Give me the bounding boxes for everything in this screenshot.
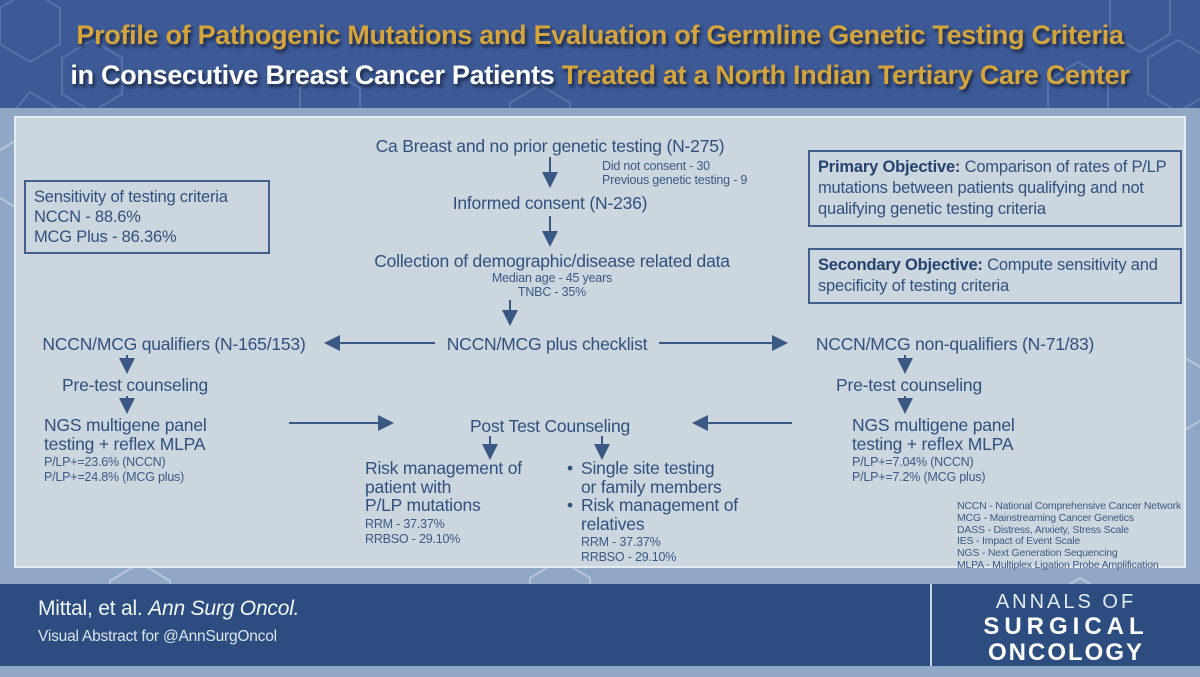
bullet-risk-relatives-line1: Risk management of <box>581 495 738 515</box>
risk-patient-line2: patient with <box>365 476 452 497</box>
note-rrbso-left: RRBSO - 29.10% <box>365 532 461 546</box>
bullet-risk-relatives-line2: relatives <box>581 513 645 534</box>
title-text-white: in Consecutive Breast Cancer Patients <box>70 60 555 90</box>
sensitivity-title: Sensitivity of testing criteria <box>34 188 228 206</box>
node-qualifiers: NCCN/MCG qualifiers (N-165/153) <box>42 334 306 354</box>
ngs-left-line2: testing + reflex MLPA <box>44 433 206 454</box>
secondary-objective-box: Secondary Objective: Compute sensitivity… <box>808 248 1182 304</box>
bullet-single-site-line1: Single site testing <box>581 458 715 478</box>
hexagon-pattern <box>0 0 1200 108</box>
ngs-right-line1: NGS multigene panel <box>852 415 1015 435</box>
node-posttest: Post Test Counseling <box>469 416 631 436</box>
sensitivity-box: Sensitivity of testing criteria NCCN - 8… <box>24 180 270 254</box>
abbr-dass: DASS - Distress, Anxiety, Stress Scale <box>957 523 1129 536</box>
bullet-icon: • <box>567 495 573 515</box>
bullet-risk-relatives: • Risk management of <box>567 496 738 515</box>
primary-objective-text: Comparison of rates of P/LP mutations be… <box>818 158 1167 218</box>
note-rrm-right: RRM - 37.37% <box>581 535 661 549</box>
ngs-right-line2: testing + reflex MLPA <box>852 433 1014 454</box>
note-tnbc: TNBC - 35% <box>517 285 587 299</box>
footer-bar: Mittal, et al. Ann Surg Oncol. Visual Ab… <box>0 584 1200 666</box>
primary-objective-label: Primary Objective: <box>818 158 961 176</box>
note-median-age: Median age - 45 years <box>491 271 613 285</box>
abbr-ngs: NGS - Next Generation Sequencing <box>957 547 1118 560</box>
note-did-not-consent: Did not consent - 30 <box>602 159 710 173</box>
sensitivity-mcg: MCG Plus - 86.36% <box>34 228 177 246</box>
node-ngs-right: NGS multigene panel testing + reflex MLP… <box>852 416 1015 453</box>
bullet-single-site: • Single site testing <box>567 459 738 478</box>
node-pretest-right: Pre-test counseling <box>835 375 983 395</box>
node-relatives-options: • Single site testing or family members … <box>567 459 738 533</box>
bullet-single-site-line2: or family members <box>581 476 722 497</box>
node-risk-patient: Risk management of patient with P/LP mut… <box>365 459 522 515</box>
risk-patient-line1: Risk management of <box>365 458 522 478</box>
abbr-mcg: MCG - Mainstreaming Cancer Genetics <box>957 511 1134 524</box>
logo-line2: SURGICAL <box>983 613 1149 640</box>
abbr-ies: IES - Impact of Event Scale <box>957 535 1080 548</box>
abbr-mlpa: MLPA - Multiplex Ligation Probe Amplific… <box>957 558 1159 571</box>
note-rrm-left: RRM - 37.37% <box>365 517 445 531</box>
note-plp-left-mcg: P/LP+=24.8% (MCG plus) <box>44 470 185 484</box>
page-title-line1: Profile of Pathogenic Mutations and Eval… <box>0 20 1200 51</box>
sensitivity-nccn: NCCN - 88.6% <box>34 208 141 226</box>
secondary-objective-text: Compute sensitivity and specificity of t… <box>818 256 1158 295</box>
node-nonqualifiers: NCCN/MCG non-qualifiers (N-71/83) <box>815 334 1095 354</box>
node-ngs-left: NGS multigene panel testing + reflex MLP… <box>44 416 207 453</box>
note-plp-right-mcg: P/LP+=7.2% (MCG plus) <box>852 470 986 484</box>
risk-patient-line3: P/LP mutations <box>365 495 481 515</box>
logo-line3: ONCOLOGY <box>987 639 1144 666</box>
secondary-objective-label: Secondary Objective: <box>818 256 983 274</box>
logo-line1: ANNALS OF <box>995 591 1137 613</box>
node-informed-consent: Informed consent (N-236) <box>452 193 648 213</box>
footer-divider <box>930 584 932 666</box>
note-plp-right-nccn: P/LP+=7.04% (NCCN) <box>852 455 974 469</box>
node-pretest-left: Pre-test counseling <box>61 375 209 395</box>
citation: Mittal, et al. Ann Surg Oncol. <box>38 597 300 621</box>
note-previous-testing: Previous genetic testing - 9 <box>602 173 748 187</box>
node-data-collection: Collection of demographic/disease relate… <box>374 251 730 271</box>
note-rrbso-right: RRBSO - 29.10% <box>581 550 677 564</box>
ngs-left-line1: NGS multigene panel <box>44 415 207 435</box>
citation-subtitle: Visual Abstract for @AnnSurgOncol <box>38 628 277 645</box>
abbreviations-legend: NCCN - National Comprehensive Cancer Net… <box>957 500 1182 572</box>
journal-logo: ANNALS OF SURGICAL ONCOLOGY <box>932 590 1200 666</box>
abbr-nccn: NCCN - National Comprehensive Cancer Net… <box>957 500 1182 512</box>
bullet-icon: • <box>567 458 573 478</box>
node-checklist: NCCN/MCG plus checklist <box>446 334 648 354</box>
page-title-line2: in Consecutive Breast Cancer Patients Tr… <box>0 60 1200 91</box>
title-banner: Profile of Pathogenic Mutations and Eval… <box>0 0 1200 108</box>
citation-journal: Ann Surg Oncol. <box>148 597 300 620</box>
title-text-gold: Profile of Pathogenic Mutations and Eval… <box>76 20 1124 50</box>
citation-authors: Mittal, et al. <box>38 597 149 620</box>
node-ca-breast: Ca Breast and no prior genetic testing (… <box>375 136 725 156</box>
note-plp-left-nccn: P/LP+=23.6% (NCCN) <box>44 455 166 469</box>
title-text-gold2: Treated at a North Indian Tertiary Care … <box>554 60 1130 90</box>
primary-objective-box: Primary Objective: Comparison of rates o… <box>808 150 1182 227</box>
flowchart-panel: Ca Breast and no prior genetic testing (… <box>14 116 1186 571</box>
